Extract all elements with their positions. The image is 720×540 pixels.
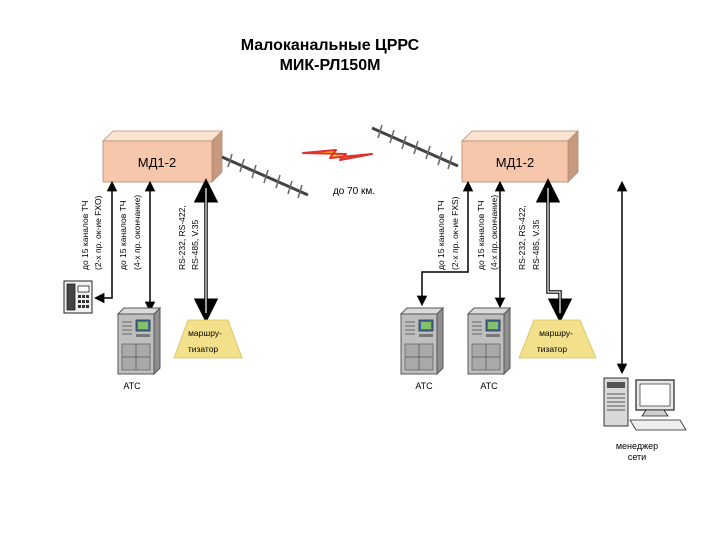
telephone-icon — [63, 280, 93, 314]
right-4w-line2: (4-х пр. окончание) — [489, 195, 499, 270]
left-router-line1: маршру- — [188, 328, 222, 338]
right-connections — [416, 178, 628, 375]
left-antenna-icon — [220, 152, 310, 200]
left-4w-line1: до 15 каналов ТЧ — [118, 201, 128, 270]
title-line1: Малоканальные ЦРРС — [241, 37, 420, 54]
left-modem-label: МД1-2 — [138, 155, 176, 170]
network-manager-computer-icon — [603, 377, 687, 431]
right-router-icon — [518, 319, 597, 359]
left-modem: МД1-2 — [102, 130, 223, 183]
right-data-line2: RS-485, V.35 — [531, 219, 541, 270]
left-fxo-line1: до 15 каналов ТЧ — [80, 201, 90, 270]
left-router-line2: тизатор — [188, 344, 219, 354]
left-ats-label: АТС — [123, 381, 141, 391]
right-modem-label: МД1-2 — [496, 155, 534, 170]
right-antenna-icon — [370, 123, 460, 171]
left-fxo-line2: (2-х пр. ок-ие FXO) — [93, 195, 103, 270]
manager-label-line1: менеджер — [616, 441, 658, 451]
left-data-line2: RS-485, V.35 — [190, 219, 200, 270]
right-ats1-label: АТС — [415, 381, 433, 391]
right-fxs-line1: до 15 каналов ТЧ — [436, 201, 446, 270]
left-4w-line2: (4-х пр. окончание) — [132, 195, 142, 270]
left-router-icon — [173, 319, 243, 359]
right-channel-labels: до 15 каналов ТЧ (2-х пр. ок-ие FXS) до … — [436, 195, 541, 270]
right-ats2-icon — [467, 307, 511, 375]
manager-label-line2: сети — [628, 452, 646, 462]
link-distance: до 70 км. — [333, 186, 375, 197]
left-channel-labels: до 15 каналов ТЧ (2-х пр. ок-ие FXO) до … — [80, 195, 200, 270]
right-modem: МД1-2 — [461, 130, 579, 183]
right-data-line1: RS-232, RS-422, — [517, 205, 527, 270]
right-router-line2: тизатор — [537, 344, 568, 354]
radio-link-lightning-icon — [302, 149, 373, 161]
left-ats-icon — [117, 307, 161, 375]
left-data-line1: RS-232, RS-422, — [177, 205, 187, 270]
right-router-line1: маршру- — [539, 328, 573, 338]
right-fxs-line2: (2-х пр. ок-ие FXS) — [450, 196, 460, 270]
title-line2: МИК-РЛ150М — [280, 57, 381, 74]
right-ats1-icon — [400, 307, 444, 375]
right-4w-line1: до 15 каналов ТЧ — [476, 201, 486, 270]
left-connections — [93, 178, 219, 323]
right-ats2-label: АТС — [480, 381, 498, 391]
